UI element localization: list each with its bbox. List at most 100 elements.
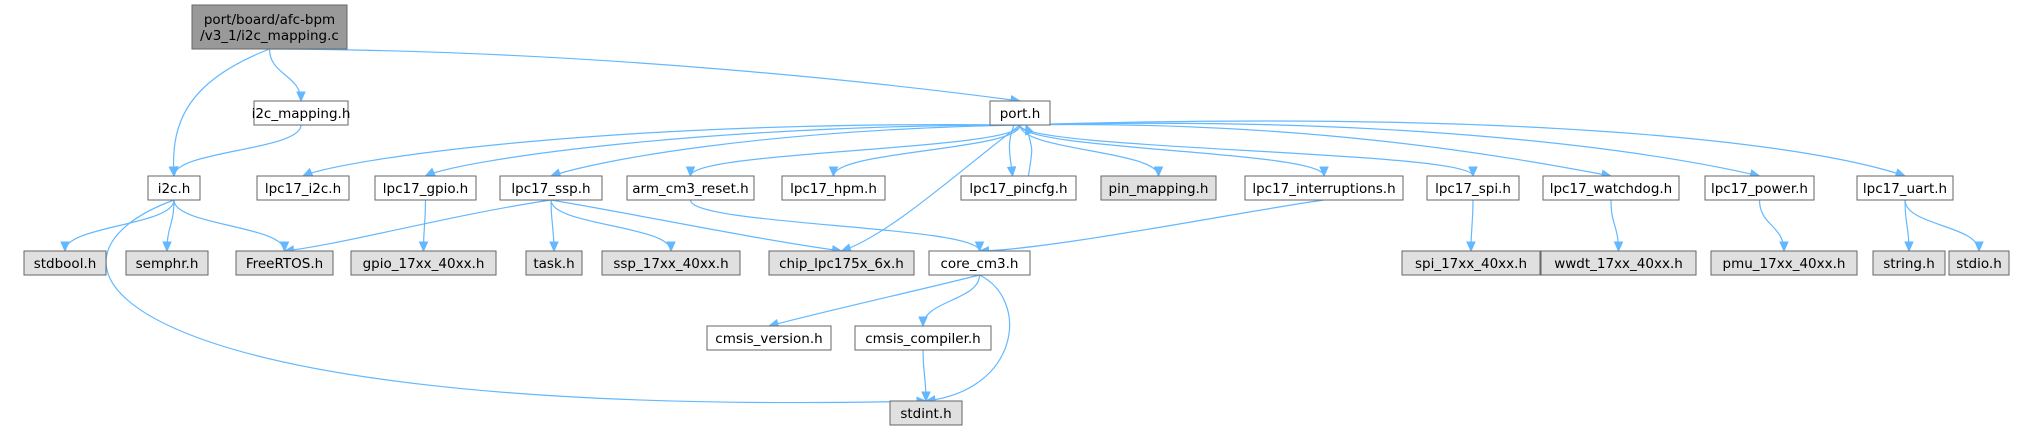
edge-arrowhead [1468, 166, 1478, 178]
edge-lpc17-ssp-h-to-ssp-17xx-40xx-h [550, 199, 676, 253]
node-cmsis-compiler-h[interactable]: cmsis_compiler.h [854, 325, 992, 351]
edge-arrowhead [1779, 241, 1789, 253]
node-semphr-h[interactable]: semphr.h [125, 250, 209, 276]
node-label: arm_cm3_reset.h [632, 181, 748, 197]
edge-line [550, 199, 672, 252]
edge-arrowhead [1904, 241, 1914, 253]
node-root[interactable]: port/board/afc-bpm/v3_1/i2c_mapping.c [191, 4, 348, 50]
node-label: cmsis_compiler.h [865, 331, 981, 347]
node-box [23, 250, 107, 276]
edge-port-h-to-lpc17-i2c-h [301, 124, 1021, 177]
edge-arrowhead [1319, 166, 1329, 178]
node-box [768, 250, 915, 276]
node-box [1244, 175, 1404, 201]
node-arm-cm3-reset-h[interactable]: arm_cm3_reset.h [626, 175, 755, 201]
node-label: i2c_mapping.h [252, 106, 351, 122]
node-cmsis-version-h[interactable]: cmsis_version.h [706, 325, 832, 351]
node-box [1542, 175, 1680, 201]
node-label: pin_mapping.h [1109, 181, 1209, 197]
node-lpc17-i2c-h[interactable]: lpc17_i2c.h [256, 175, 350, 201]
node-lpc17-uart-h[interactable]: lpc17_uart.h [1856, 175, 1954, 201]
node-freertos-h[interactable]: FreeRTOS.h [235, 250, 334, 276]
node-lpc17-power-h[interactable]: lpc17_power.h [1704, 175, 1815, 201]
edge-port-h-to-lpc17-spi-h [1019, 124, 1478, 178]
node-stdbool-h[interactable]: stdbool.h [23, 250, 107, 276]
node-lpc17-spi-h[interactable]: lpc17_spi.h [1426, 175, 1520, 201]
node-pin-mapping-h[interactable]: pin_mapping.h [1100, 175, 1217, 201]
node-label: lpc17_spi.h [1435, 181, 1511, 197]
node-box [1540, 250, 1697, 276]
node-stdio-h[interactable]: stdio.h [1948, 250, 2010, 276]
edge-line [925, 274, 1011, 402]
edge-arrowhead [685, 166, 696, 178]
node-box [854, 325, 992, 351]
edge-i2c-mapping-h-to-i2c-h [169, 124, 302, 178]
node-label: stdbool.h [34, 256, 97, 272]
edge-lpc17-uart-h-to-string-h [1904, 199, 1914, 253]
edge-line [269, 48, 1021, 102]
node-pmu-17xx-40xx-h[interactable]: pmu_17xx_40xx.h [1710, 250, 1858, 276]
node-label: lpc17_interruptions.h [1252, 181, 1395, 197]
node-box [1401, 250, 1541, 276]
node-gpio-17xx-40xx-h[interactable]: gpio_17xx_40xx.h [350, 250, 497, 276]
edge-line [268, 48, 302, 102]
node-label: i2c.h [158, 181, 191, 197]
node-label: semphr.h [136, 256, 199, 272]
node-lpc17-gpio-h[interactable]: lpc17_gpio.h [374, 175, 477, 201]
node-string-h[interactable]: string.h [1872, 250, 1946, 276]
node-label: lpc17_gpio.h [383, 181, 468, 197]
node-label: lpc17_ssp.h [511, 181, 590, 197]
node-spi-17xx-40xx-h[interactable]: spi_17xx_40xx.h [1401, 250, 1541, 276]
node-port-h[interactable]: port.h [989, 100, 1051, 126]
node-lpc17-ssp-h[interactable]: lpc17_ssp.h [499, 175, 603, 201]
edge-port-h-to-arm-cm3-reset-h [685, 124, 1021, 178]
node-box [374, 175, 477, 201]
edge-arrowhead [296, 91, 306, 103]
edge-lpc17-ssp-h-to-freertos-h [283, 199, 552, 255]
edge-line [832, 124, 1021, 177]
edge-line [1904, 199, 1980, 252]
node-ssp-17xx-40xx-h[interactable]: ssp_17xx_40xx.h [601, 250, 741, 276]
edge-port-h-to-pin-mapping-h [1019, 124, 1164, 178]
node-i2c-mapping-h[interactable]: i2c_mapping.h [252, 100, 351, 126]
node-stdint-h[interactable]: stdint.h [889, 400, 963, 426]
edge-lpc17-gpio-h-to-gpio-17xx-40xx-h [418, 199, 429, 253]
node-box [1426, 175, 1520, 201]
node-label: stdio.h [1956, 256, 2002, 272]
node-box [1948, 250, 2010, 276]
node-lpc17-watchdog-h[interactable]: lpc17_watchdog.h [1542, 175, 1680, 201]
node-wwdt-17xx-40xx-h[interactable]: wwdt_17xx_40xx.h [1540, 250, 1697, 276]
edge-arm-cm3-reset-h-to-core-cm3-h [689, 199, 985, 253]
edge-i2c-h-to-stdbool-h [60, 199, 175, 253]
node-chip-lpc175x-6x-h[interactable]: chip_lpc175x_6x.h [768, 250, 915, 276]
node-label: port/board/afc-bpm [204, 12, 335, 28]
node-box [499, 175, 603, 201]
node-label: stdint.h [900, 406, 951, 422]
node-lpc17-interruptions-h[interactable]: lpc17_interruptions.h [1244, 175, 1404, 201]
node-lpc17-pincfg-h[interactable]: lpc17_pincfg.h [960, 175, 1077, 201]
edge-line [1019, 124, 1474, 177]
node-label: FreeRTOS.h [246, 256, 323, 272]
node-lpc17-hpm-h[interactable]: lpc17_hpm.h [781, 175, 886, 201]
edge-arrowhead [60, 241, 70, 253]
edge-i2c-h-to-freertos-h [173, 199, 290, 253]
edge-lpc17-ssp-h-to-chip-lpc175x-6x-h [550, 199, 843, 255]
edge-lpc17-watchdog-h-to-wwdt-17xx-40xx-h [1610, 199, 1624, 253]
edge-line [979, 199, 1325, 252]
edge-lpc17-ssp-h-to-task-h [549, 199, 559, 253]
edge-arrowhead [301, 167, 314, 177]
edge-arrowhead [918, 316, 928, 328]
edge-port-h-to-lpc17-ssp-h [549, 124, 1021, 178]
node-label: /v3_1/i2c_mapping.c [200, 28, 339, 44]
node-core-cm3-h[interactable]: core_cm3.h [928, 250, 1031, 276]
edge-arrowhead [1613, 241, 1624, 253]
node-box [1100, 175, 1217, 201]
edge-lpc17-uart-h-to-stdio-h [1904, 199, 1984, 253]
node-label: lpc17_uart.h [1863, 181, 1947, 197]
node-label: ssp_17xx_40xx.h [613, 256, 728, 272]
node-task-h[interactable]: task.h [525, 250, 583, 276]
edge-line [284, 199, 552, 252]
node-box [350, 250, 497, 276]
node-i2c-h[interactable]: i2c.h [147, 175, 201, 201]
edge-line [1019, 123, 1612, 177]
